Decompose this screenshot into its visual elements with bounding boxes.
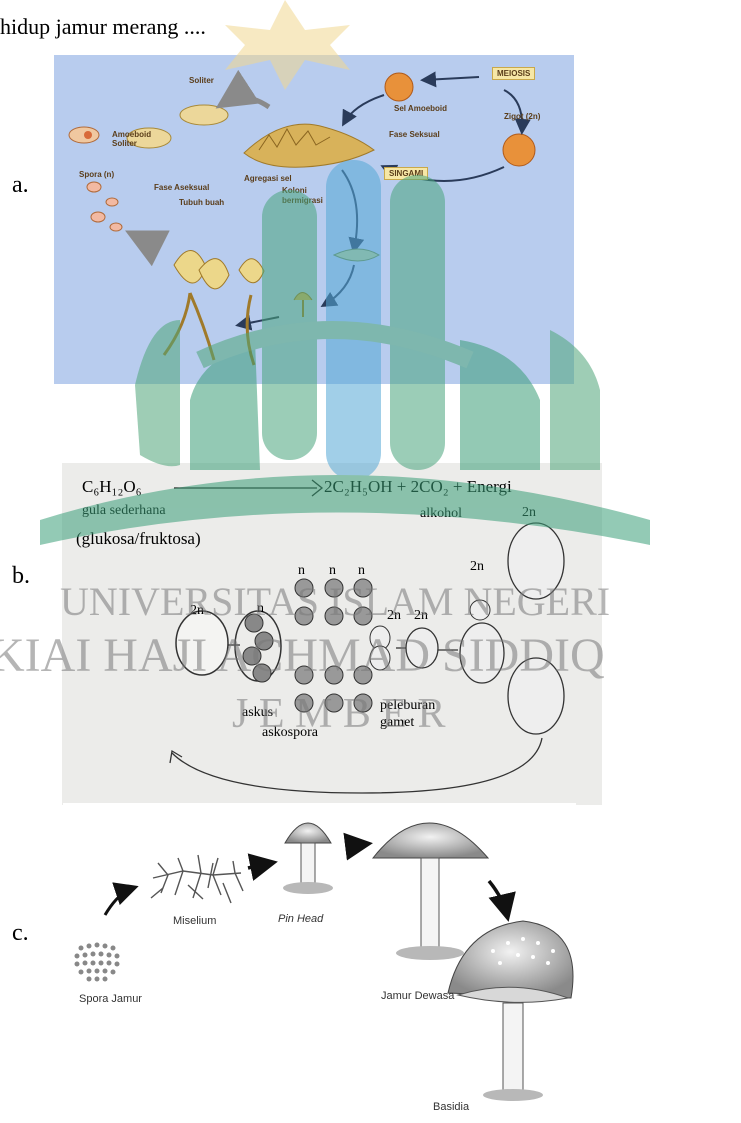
lifecycle-illustration xyxy=(54,55,574,384)
label-mycelium: Miselium xyxy=(173,915,216,927)
label-fruiting-body: Tubuh buah xyxy=(179,198,224,207)
figure-a-slime-mold-cycle: Soliter MEIOSIS Sel Amoeboid Zigot (2n) … xyxy=(54,55,574,384)
equation-products: 2C₂H₅OH + 2CO₂ + Energi xyxy=(324,477,512,497)
figure-c-mushroom-cycle: Spora Jamur Miselium Pin Head Jamur Dewa… xyxy=(63,803,576,1123)
label-zygote: Zigot (2n) xyxy=(504,112,540,121)
label-ascospore: askospora xyxy=(262,725,318,741)
mushroom-illustration xyxy=(63,803,576,1123)
ploidy-label-n-3: n xyxy=(358,563,365,579)
label-ascus: askus xyxy=(242,705,273,721)
label-solitary: Soliter xyxy=(189,76,214,85)
label-spore-c: Spora Jamur xyxy=(79,993,142,1005)
ploidy-label-2n-left: 2n xyxy=(190,603,204,619)
label-spore: Spora (n) xyxy=(79,170,114,179)
figure-b-yeast-cycle: C₆H₁₂O₆ xyxy=(62,463,602,805)
equation-reactant-detail: (glukosa/fruktosa) xyxy=(76,529,201,549)
label-fusion-line1: peleburan xyxy=(380,698,435,714)
equation-reactant-name: gula sederhana xyxy=(82,503,166,519)
ploidy-label-n-1: n xyxy=(298,563,305,579)
ploidy-label-2n-fusion: 2n xyxy=(387,608,401,624)
label-amoeboid-solitary: Amoeboid Soliter xyxy=(112,130,158,148)
equation-product-name: alkohol xyxy=(420,506,462,522)
label-adult-mushroom: Jamur Dewasa xyxy=(381,990,454,1002)
label-basidia: Basidia xyxy=(433,1101,469,1113)
label-amoeboid-cell: Sel Amoeboid xyxy=(394,104,447,113)
ploidy-label-2n-mid: 2n xyxy=(414,608,428,624)
label-pin-head: Pin Head xyxy=(278,913,323,925)
label-meiosis: MEIOSIS xyxy=(492,67,535,80)
ploidy-label-2n-bud: 2n xyxy=(470,559,484,575)
label-syngamy: SINGAMI xyxy=(384,167,428,180)
question-text: hidup jamur merang .... xyxy=(0,14,206,40)
option-a-label: a. xyxy=(12,172,29,199)
label-cell-aggregation: Agregasi sel xyxy=(244,174,292,183)
ploidy-label-n-2: n xyxy=(329,563,336,579)
ploidy-label-2n-top: 2n xyxy=(522,505,536,521)
label-sexual-phase: Fase Seksual xyxy=(389,130,440,139)
ploidy-label-n-4: n xyxy=(257,601,264,617)
option-b-label: b. xyxy=(12,563,30,590)
label-fusion-line2: gamet xyxy=(380,715,414,731)
option-c-label: c. xyxy=(12,920,29,947)
label-migrating-colony: Koloni bermigrasi xyxy=(282,186,342,206)
label-asexual-phase: Fase Aseksual xyxy=(154,183,209,192)
